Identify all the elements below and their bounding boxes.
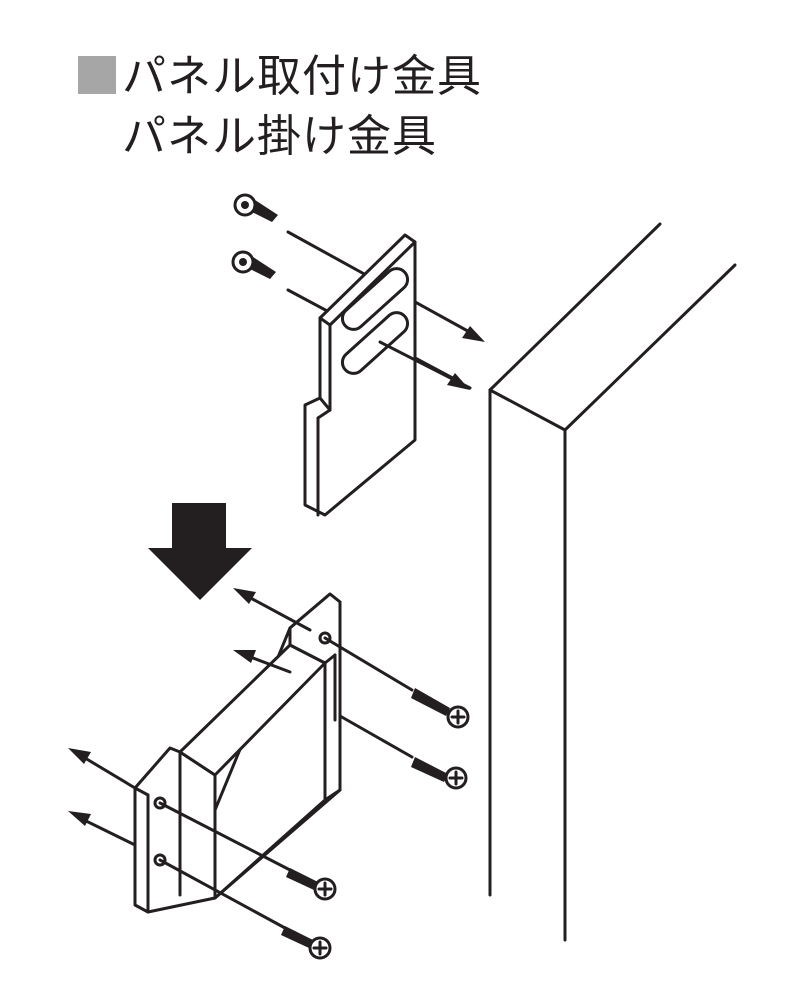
panel [488, 222, 737, 942]
lower-bracket [133, 592, 342, 914]
down-arrow-icon [148, 503, 252, 600]
lower-screws [68, 588, 470, 960]
gray-square-marker [78, 56, 116, 94]
upper-bracket [303, 233, 472, 517]
title-line-2: パネル掛け金具 [122, 111, 437, 162]
title-text-1: パネル取付け金具 [122, 51, 482, 102]
title-line-1: パネル取付け金具 [78, 55, 482, 99]
